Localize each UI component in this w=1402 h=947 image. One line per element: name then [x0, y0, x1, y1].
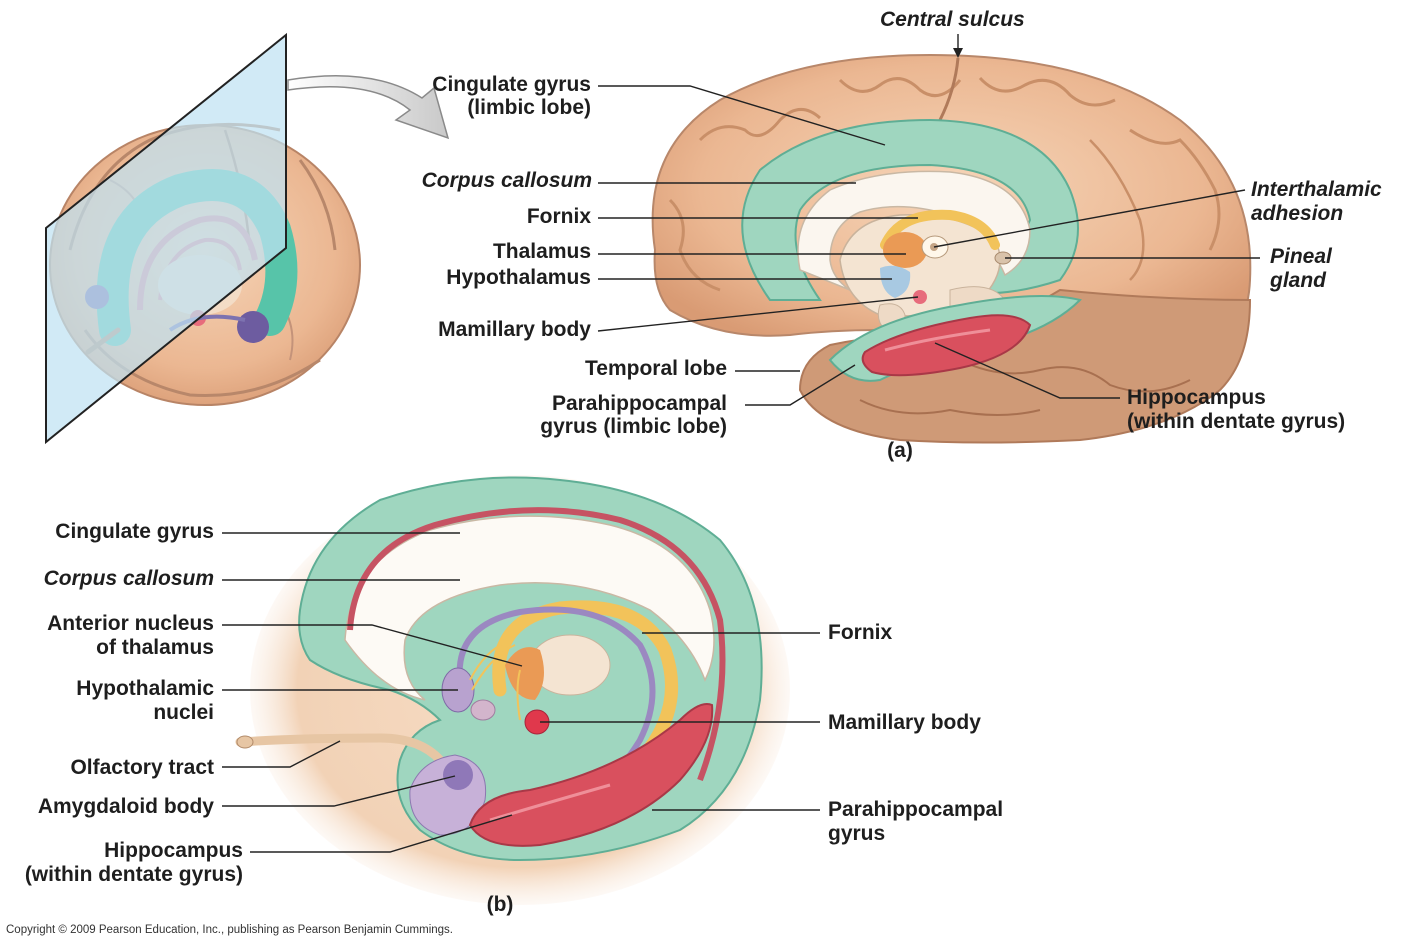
b-hippocampus-label-2: (within dentate gyrus) — [24, 863, 243, 886]
a-parahippocampal-label-1: Parahippocampal — [551, 392, 727, 415]
panel-b-caption: (b) — [486, 893, 514, 916]
a-hippocampus-label-2: (within dentate gyrus) — [1127, 410, 1346, 433]
a-pineal-label-2: gland — [1270, 269, 1326, 292]
orientation-brain — [45, 32, 361, 445]
a-mamillary-label: Mamillary body — [438, 318, 591, 341]
b-amygdaloid-label: Amygdaloid body — [37, 795, 214, 818]
a-hypothalamus-label: Hypothalamus — [446, 266, 591, 289]
b-hypothalamic-label-1: Hypothalamic — [76, 677, 214, 700]
b-parahippocampal-label-1: Parahippocampal — [828, 798, 1004, 821]
b-corpus-callosum-label: Corpus callosum — [43, 567, 214, 590]
b-fornix-label: Fornix — [828, 621, 893, 644]
b-hippocampus-label-1: Hippocampus — [104, 839, 243, 862]
copyright-notice: Copyright © 2009 Pearson Education, Inc.… — [6, 924, 453, 936]
a-hippocampus-label-1: Hippocampus — [1127, 386, 1266, 409]
central-sulcus-label: Central sulcus — [880, 8, 1025, 31]
curved-arrow — [287, 75, 450, 140]
a-fornix-label: Fornix — [526, 205, 591, 228]
a-temporal-lobe-label: Temporal lobe — [585, 357, 727, 380]
b-mamillary-label: Mamillary body — [828, 711, 981, 734]
sagittal-brain — [651, 53, 1252, 444]
a-interthalamic-label-1: Interthalamic — [1251, 178, 1382, 201]
b-parahippocampal-label-2: gyrus — [828, 822, 886, 845]
a-parahippocampal-label-2: gyrus (limbic lobe) — [540, 415, 727, 438]
b-anterior-nucleus-label-1: Anterior nucleus — [47, 612, 214, 635]
a-cingulate-label-1: Cingulate gyrus — [432, 73, 591, 96]
panel-a-caption: (a) — [887, 439, 913, 462]
a-corpus-callosum-label: Corpus callosum — [421, 169, 592, 192]
a-interthalamic-label-2: adhesion — [1251, 202, 1344, 225]
leader-lines — [222, 34, 1260, 853]
b-hypothalamic-label-2: nuclei — [153, 701, 214, 724]
a-pineal-label-1: Pineal — [1270, 245, 1332, 268]
b-olfactory-label: Olfactory tract — [70, 756, 214, 779]
b-cingulate-label: Cingulate gyrus — [55, 520, 214, 543]
limbic-system-detail — [235, 475, 790, 905]
a-thalamus-label: Thalamus — [492, 240, 591, 263]
b-anterior-nucleus-label-2: of thalamus — [96, 636, 214, 659]
a-cingulate-label-2: (limbic lobe) — [467, 96, 591, 119]
